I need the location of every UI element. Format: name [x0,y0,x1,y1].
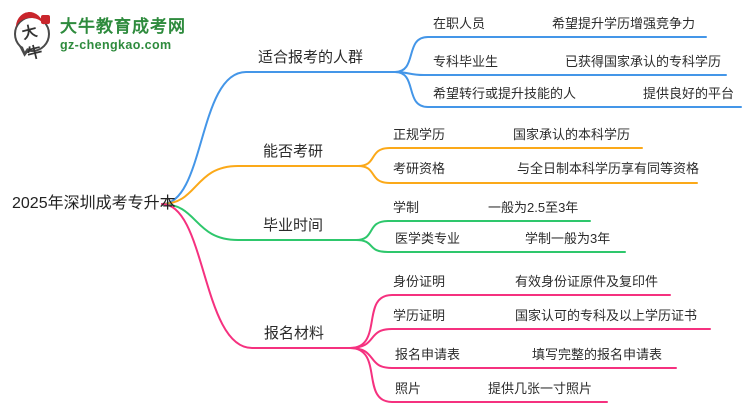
leaf-node: 身份证明 [393,274,446,289]
branch-trunk-line [161,165,359,205]
branch-link-line [394,71,727,76]
leaf-node: 专科毕业生 [433,54,499,69]
leaf-node: 希望转行或提升技能的人 [433,86,577,101]
branch-link-line [349,294,671,349]
branch-trunk-line [161,203,351,349]
branch-link-line [355,239,626,253]
branch-node: 能否考研 [263,143,324,160]
branch-link-line [349,328,711,349]
leaf-node: 学历证明 [393,308,446,323]
leaf-desc-node: 提供几张一寸照片 [488,381,593,396]
branch-link-line [355,220,591,241]
branch-link-line [349,347,608,403]
logo-bull-icon: 大牛 [14,10,52,63]
leaf-node: 报名申请表 [395,347,461,362]
leaf-desc-node: 国家认可的专科及以上学历证书 [515,308,698,323]
branch-link-line [357,147,643,167]
leaf-desc-node: 已获得国家承认的专科学历 [565,54,722,69]
leaf-node: 正规学历 [393,127,446,142]
leaf-desc-node: 与全日制本科学历享有同等资格 [517,161,700,176]
logo-domain: gz-chengkao.com [60,38,172,52]
leaf-desc-node: 希望提升学历增强竞争力 [552,16,696,31]
logo-bubble [14,16,50,52]
leaf-desc-node: 填写完整的报名申请表 [532,347,663,362]
leaf-desc-node: 国家承认的本科学历 [513,127,631,142]
leaf-desc-node: 学制一般为3年 [525,231,611,246]
branch-node: 适合报考的人群 [258,49,364,66]
branch-link-line [357,165,698,184]
leaf-node: 在职人员 [433,16,486,31]
leaf-node: 考研资格 [393,161,446,176]
leaf-desc-node: 提供良好的平台 [643,86,735,101]
leaf-node: 医学类专业 [395,231,461,246]
leaf-node: 照片 [395,381,422,396]
branch-link-line [394,36,707,73]
branch-trunk-line [161,71,396,205]
logo-title: 大牛教育成考网 [60,17,186,36]
leaf-node: 学制 [393,200,420,215]
branch-node: 毕业时间 [263,217,324,234]
branch-node: 报名材料 [264,325,325,342]
leaf-desc-node: 一般为2.5至3年 [488,200,579,215]
site-logo[interactable]: 大牛 大牛教育成考网 gz-chengkao.com [14,10,186,63]
leaf-desc-node: 有效身份证原件及复印件 [515,274,659,289]
mindmap-root-node: 2025年深圳成考专升本 [12,195,176,212]
logo-seal-icon [41,15,50,24]
branch-trunk-line [161,203,357,241]
branch-link-line [394,71,742,108]
